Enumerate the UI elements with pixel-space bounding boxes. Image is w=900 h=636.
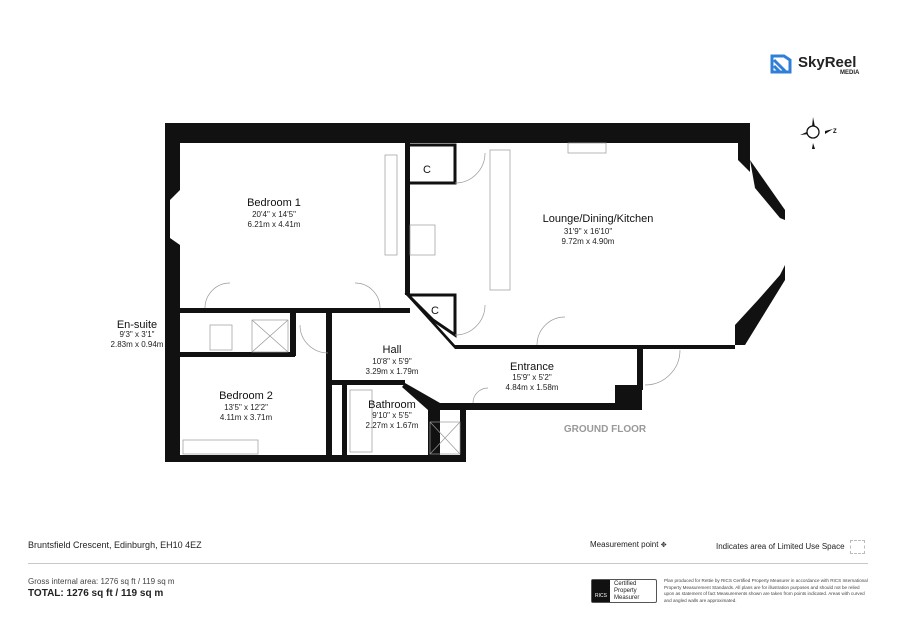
room-imperial: 10'8" x 5'9" (372, 357, 412, 366)
compass-icon: Z (800, 117, 837, 149)
room-name: Bathroom (368, 399, 416, 411)
room-name: Hall (383, 344, 402, 356)
room-name: Lounge/Dining/Kitchen (543, 213, 654, 225)
fixtures (182, 142, 681, 455)
room-metric: 4.11m x 3.71m (220, 413, 273, 422)
room-imperial: 31'9" x 16'10" (564, 227, 612, 236)
gross-area: Gross internal area: 1276 sq ft / 119 sq… (28, 577, 175, 586)
room-metric: 6.21m x 4.41m (248, 220, 301, 229)
brand-name: SkyReel (798, 54, 857, 71)
room-metric: 4.84m x 1.58m (506, 383, 559, 392)
room-imperial: 15'9" x 5'2" (512, 373, 552, 382)
room-name: Entrance (510, 361, 554, 373)
rics-logo: RICS (592, 580, 610, 602)
address: Bruntsfield Crescent, Edinburgh, EH10 4E… (28, 540, 202, 550)
closet-label: C (423, 164, 431, 176)
floor-label: GROUND FLOOR (564, 424, 647, 435)
room-name: Bedroom 1 (247, 197, 301, 209)
measurement-point-icon: ✥ (660, 542, 667, 549)
brand-sub: MEDIA (840, 70, 860, 76)
room-name: Bedroom 2 (219, 390, 273, 402)
room-labels: Bedroom 1 20'4" x 14'5" 6.21m x 4.41m Lo… (111, 164, 654, 435)
measurement-point-text: Measurement point (590, 540, 659, 549)
room-imperial: 13'5" x 12'2" (224, 403, 268, 412)
room-metric: 2.83m x 0.94m (111, 340, 164, 349)
skyreel-logo-icon (770, 54, 792, 74)
limited-use-swatch-icon (849, 540, 865, 554)
room-imperial: 9'10" x 5'5" (372, 411, 412, 420)
total-area: TOTAL: 1276 sq ft / 119 sq m (28, 588, 164, 599)
room-metric: 9.72m x 4.90m (562, 237, 615, 246)
closet-label: C (431, 305, 439, 317)
room-imperial: 9'3" x 3'1" (120, 330, 155, 339)
compass-label: Z (833, 129, 837, 135)
room-imperial: 20'4" x 14'5" (252, 210, 296, 219)
brand-logo: SkyReel MEDIA (770, 54, 870, 78)
floor-plan: Bedroom 1 20'4" x 14'5" 6.21m x 4.41m Lo… (111, 123, 785, 462)
room-metric: 3.29m x 1.79m (366, 367, 419, 376)
room-metric: 2.27m x 1.67m (366, 421, 419, 430)
disclaimer: Plan produced for Rettie by RICS Certifi… (664, 578, 868, 603)
limited-use-text: Indicates area of Limited Use Space (716, 542, 845, 552)
measurement-point-legend: Measurement point ✥ (590, 540, 667, 549)
rics-cert-text: Certified Property Measurer (614, 581, 640, 601)
limited-use-legend: Indicates area of Limited Use Space (716, 540, 865, 554)
room-name: En-suite (117, 319, 157, 331)
divider (28, 563, 868, 564)
rics-badge: RICS Certified Property Measurer (591, 579, 657, 603)
